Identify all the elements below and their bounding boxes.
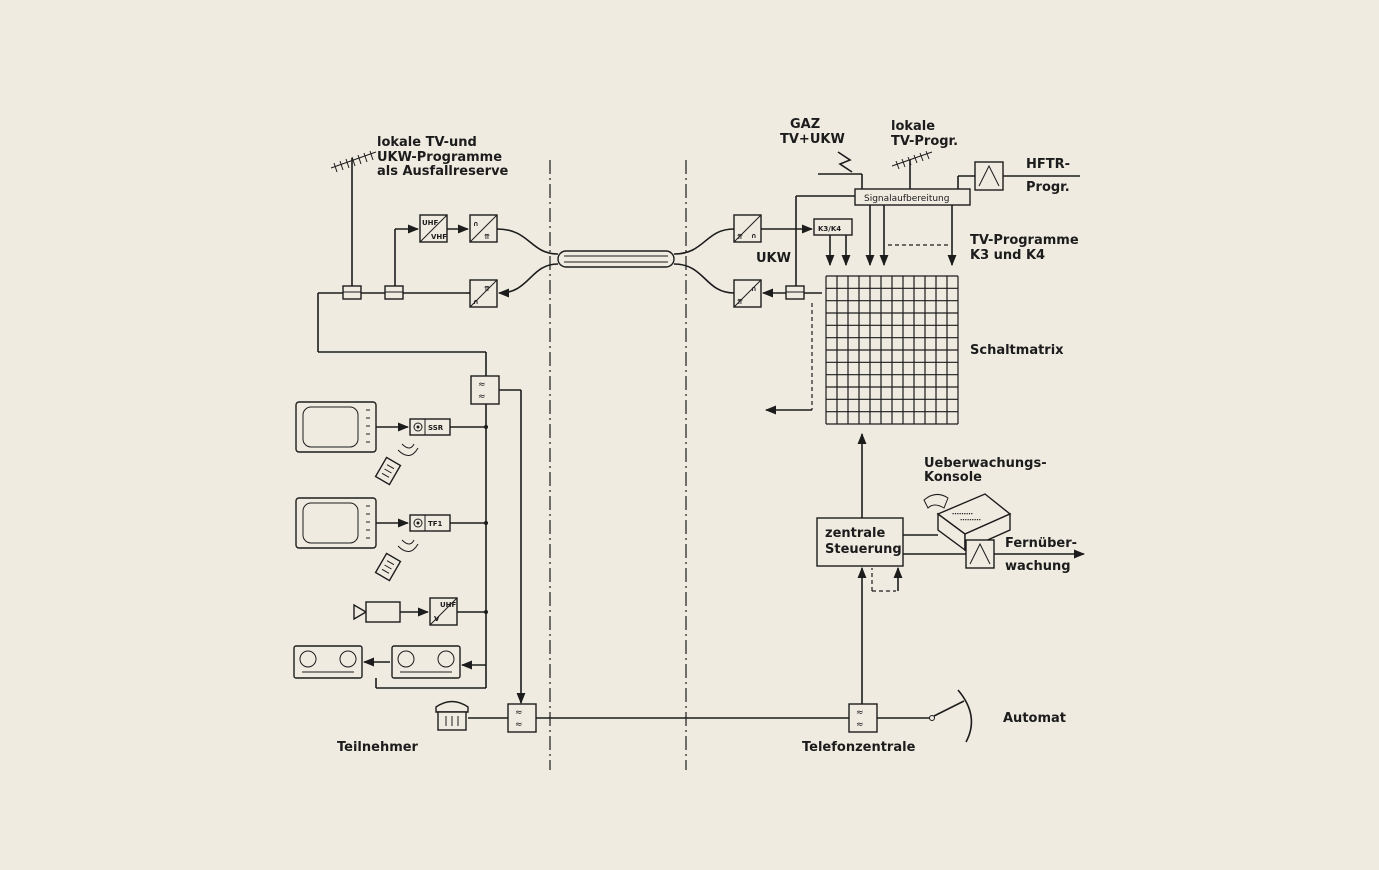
optical-receiver-left: ∩ ⇈ [469,279,498,308]
label-automat: Automat [1003,711,1066,726]
decoder-box-tf1: TF1 [409,514,451,532]
svg-text:⇈: ⇈ [737,233,743,241]
filter-box: ≈ ≈ [848,703,878,733]
svg-text:≈: ≈ [515,720,523,730]
filter-box: ≈ ≈ [507,703,537,733]
label-lokale: lokale [891,119,935,134]
switching-matrix [825,275,959,425]
label-telefonzentrale: Telefonzentrale [802,740,916,755]
automat-icon [957,689,973,743]
svg-text:∩: ∩ [751,232,757,240]
tv-icon [295,497,377,549]
label-konsole: Konsole [924,470,982,485]
svg-text:∩: ∩ [473,220,479,228]
svg-text:V: V [434,615,440,623]
svg-text:Signalaufbereitung: Signalaufbereitung [864,194,949,204]
optical-transmitter-right: ⇈ ∩ [733,279,762,308]
svg-text:⇈: ⇈ [484,233,490,241]
svg-text:zentrale: zentrale [825,526,885,541]
svg-text:≈: ≈ [856,720,864,730]
optical-receiver-right: ⇈ ∩ [733,214,762,243]
svg-text:SSR: SSR [428,424,444,432]
svg-text:K3/K4: K3/K4 [818,225,841,233]
fiber-cable [557,250,675,268]
svg-text:⇈: ⇈ [484,285,490,293]
telephone-icon [435,700,469,731]
label-hftr: HFTR- [1026,157,1070,172]
antenna-icon [330,150,377,290]
amplifier-icon [965,539,995,569]
camera-icon [353,601,401,623]
label-gaz-tv-ukw: TV+UKW [780,132,845,147]
antenna-icon [891,150,933,189]
svg-text:UHF: UHF [440,601,457,609]
label-ukw-programme: UKW-Programme [377,150,502,165]
remote-control-icon [374,443,419,486]
svg-text:⋯⋯⋯: ⋯⋯⋯ [960,516,981,524]
svg-text:VHF: VHF [431,233,447,241]
label-teilnehmer: Teilnehmer [337,740,419,755]
video-recorder-icon [293,645,363,679]
svg-text:≈: ≈ [478,380,486,390]
svg-text:⋯⋯⋯: ⋯⋯⋯ [952,510,973,518]
label-lokale-programme: lokale TV-und [377,135,477,150]
svg-text:≈: ≈ [478,392,486,402]
label-ausfallreserve: als Ausfallreserve [377,164,509,179]
label-tv-programme: TV-Programme [970,233,1079,248]
signalaufbereitung-box: Signalaufbereitung [854,188,971,206]
radio-link-icon [837,151,853,173]
uhf-v-modulator: UHF V [429,597,458,626]
optical-transmitter-left: ∩ ⇈ [469,214,498,243]
filter-box: ≈ ≈ [470,375,500,405]
remote-control-icon [374,539,419,582]
decoder-box-ssr: SSR [409,418,451,436]
label-ukw: UKW [756,251,791,266]
uhf-vhf-converter: UHF VHF [419,214,448,243]
label-wachung: wachung [1005,559,1071,574]
video-recorder-icon [391,645,461,679]
label-ueberwachungs: Ueberwachungs- [924,456,1047,471]
label-gaz: GAZ [790,117,820,132]
k3k4-box: K3/K4 [813,218,853,236]
svg-text:≈: ≈ [515,708,523,718]
svg-text:∩: ∩ [473,298,479,306]
svg-text:⇈: ⇈ [737,298,743,306]
label-tv-progr: TV-Progr. [891,134,958,149]
label-schaltmatrix: Schaltmatrix [970,343,1064,358]
tv-icon [295,401,377,453]
svg-text:≈: ≈ [856,708,864,718]
label-fernueber: Fernüber- [1005,536,1077,551]
label-k3-und-k4: K3 und K4 [970,248,1045,263]
svg-text:∩: ∩ [751,285,757,293]
label-progr: Progr. [1026,180,1070,195]
svg-text:TF1: TF1 [428,520,443,528]
svg-text:Steuerung: Steuerung [825,542,902,557]
zentrale-steuerung-box: zentrale Steuerung [816,517,904,567]
amplifier-icon [974,161,1004,191]
svg-text:UHF: UHF [422,219,439,227]
